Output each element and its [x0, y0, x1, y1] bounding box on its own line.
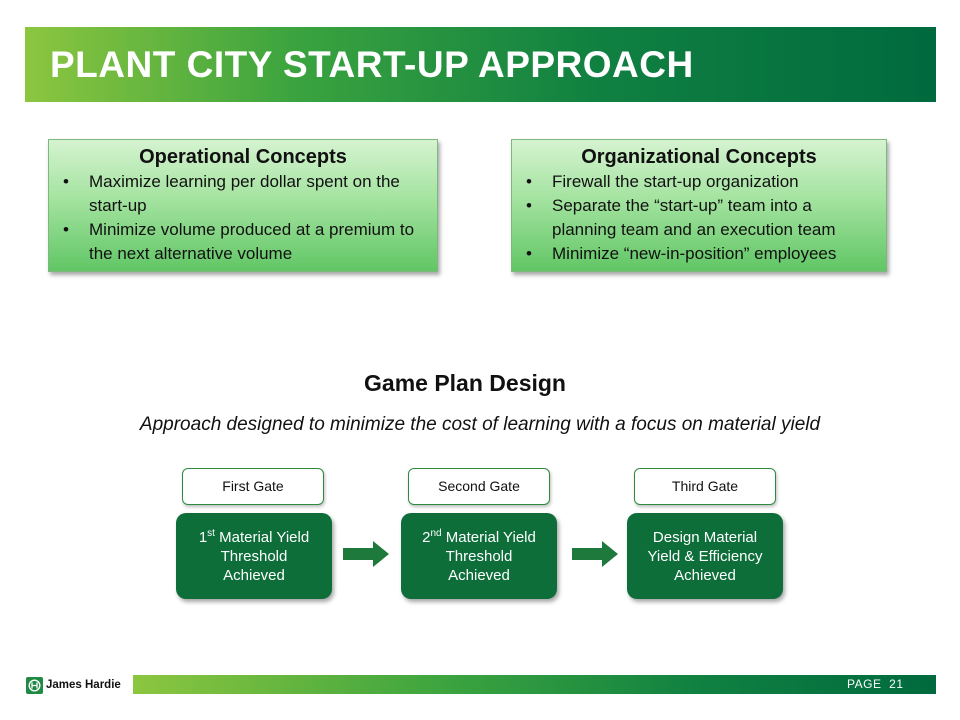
list-item: • Separate the “start-up” team into a pla… [520, 194, 878, 242]
third-gate-label: Third Gate [634, 468, 776, 505]
list-item-text: Minimize volume produced at a premium to… [89, 220, 415, 263]
page-title: PLANT CITY START-UP APPROACH [50, 44, 694, 85]
organizational-concepts-box: Organizational Concepts • Firewall the st… [511, 139, 887, 272]
first-gate-label: First Gate [182, 468, 324, 505]
gate-line1: 1st Material Yield [198, 527, 310, 546]
bullet-icon: • [63, 220, 69, 239]
gate-line1: Design Material [652, 528, 758, 546]
bullet-icon: • [526, 196, 532, 215]
list-item: • Maximize learning per dollar spent on t… [57, 170, 429, 218]
third-gate-box: Design Material Yield & Efficiency Achie… [627, 513, 783, 599]
page-number: PAGE 21 [847, 677, 904, 691]
gate-line3: Achieved [223, 566, 285, 584]
list-item: • Minimize “new-in-position” employees [520, 242, 878, 266]
gate-line2: Threshold [445, 547, 513, 565]
list-item: • Minimize volume produced at a premium t… [57, 218, 429, 266]
brand-name: James Hardie [46, 679, 121, 691]
footer-bar [133, 675, 936, 694]
organizational-concepts-list: • Firewall the start-up organization • Sep… [520, 170, 878, 266]
right-arrow-icon [572, 541, 618, 567]
bullet-icon: • [526, 244, 532, 263]
operational-concepts-title: Operational Concepts [139, 146, 347, 168]
bullet-icon: • [526, 172, 532, 191]
list-item-text: Minimize “new-in-position” employees [552, 244, 837, 263]
list-item-text: Firewall the start-up organization [552, 172, 799, 191]
organizational-concepts-title: Organizational Concepts [581, 146, 817, 168]
second-gate-label: Second Gate [408, 468, 550, 505]
right-arrow-icon [343, 541, 389, 567]
game-plan-subtitle: Approach designed to minimize the cost o… [139, 414, 821, 435]
list-item-text: Separate the “start-up” team into a plan… [552, 196, 836, 239]
operational-concepts-box: Operational Concepts • Maximize learning … [48, 139, 438, 272]
gate-line1: 2nd Material Yield [422, 527, 536, 546]
list-item: • Firewall the start-up organization [520, 170, 878, 194]
second-gate-box: 2nd Material Yield Threshold Achieved [401, 513, 557, 599]
james-hardie-logo: James Hardie [26, 675, 121, 695]
gate-line3: Achieved [448, 566, 510, 584]
gate-line3: Achieved [674, 566, 736, 584]
title-bar: PLANT CITY START-UP APPROACH [25, 27, 936, 102]
first-gate-box: 1st Material Yield Threshold Achieved [176, 513, 332, 599]
james-hardie-logo-icon [26, 676, 43, 694]
game-plan-title: Game Plan Design [364, 370, 566, 396]
operational-concepts-list: • Maximize learning per dollar spent on t… [57, 170, 429, 266]
list-item-text: Maximize learning per dollar spent on th… [89, 172, 400, 215]
gate-line2: Threshold [220, 547, 288, 565]
gate-line2: Yield & Efficiency [647, 547, 763, 565]
bullet-icon: • [63, 172, 69, 191]
